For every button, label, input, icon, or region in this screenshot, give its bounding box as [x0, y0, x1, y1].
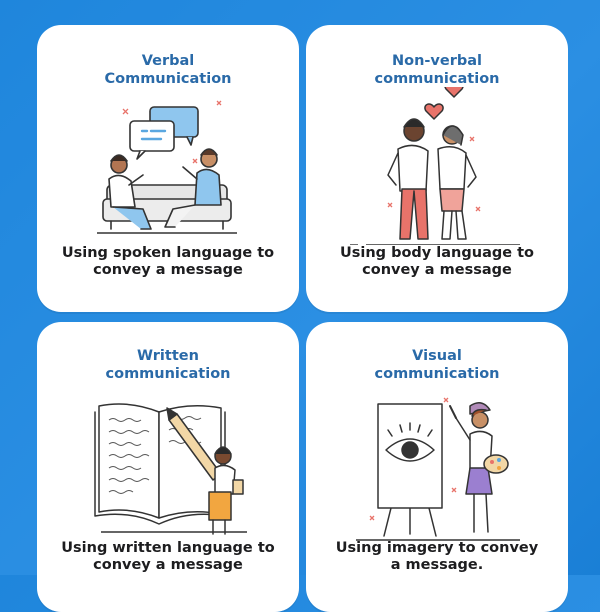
- card-description: Using imagery to convey a message.: [335, 540, 539, 573]
- card-non-verbal-communication: Non-verbal communication Usin: [306, 25, 568, 312]
- conversation-on-sofa-illustration: [97, 100, 237, 234]
- card-verbal-communication: Verbal Communication: [37, 25, 299, 312]
- book-and-pencil-illustration: [94, 403, 247, 535]
- painter-at-easel-illustration: [356, 397, 520, 541]
- card-visual-communication: Visual communication: [306, 322, 568, 612]
- card-description: Using spoken language to convey a messag…: [61, 245, 275, 278]
- card-written-communication: Written communication: [37, 322, 299, 612]
- card-title: Written communication: [105, 348, 231, 382]
- card-description: Using written language to convey a messa…: [61, 540, 275, 573]
- couple-with-heart-illustration: [350, 87, 520, 245]
- card-title: Visual communication: [374, 348, 500, 382]
- card-title: Non-verbal communication: [374, 53, 500, 87]
- card-title: Verbal Communication: [104, 53, 232, 87]
- card-description: Using body language to convey a message: [339, 245, 535, 278]
